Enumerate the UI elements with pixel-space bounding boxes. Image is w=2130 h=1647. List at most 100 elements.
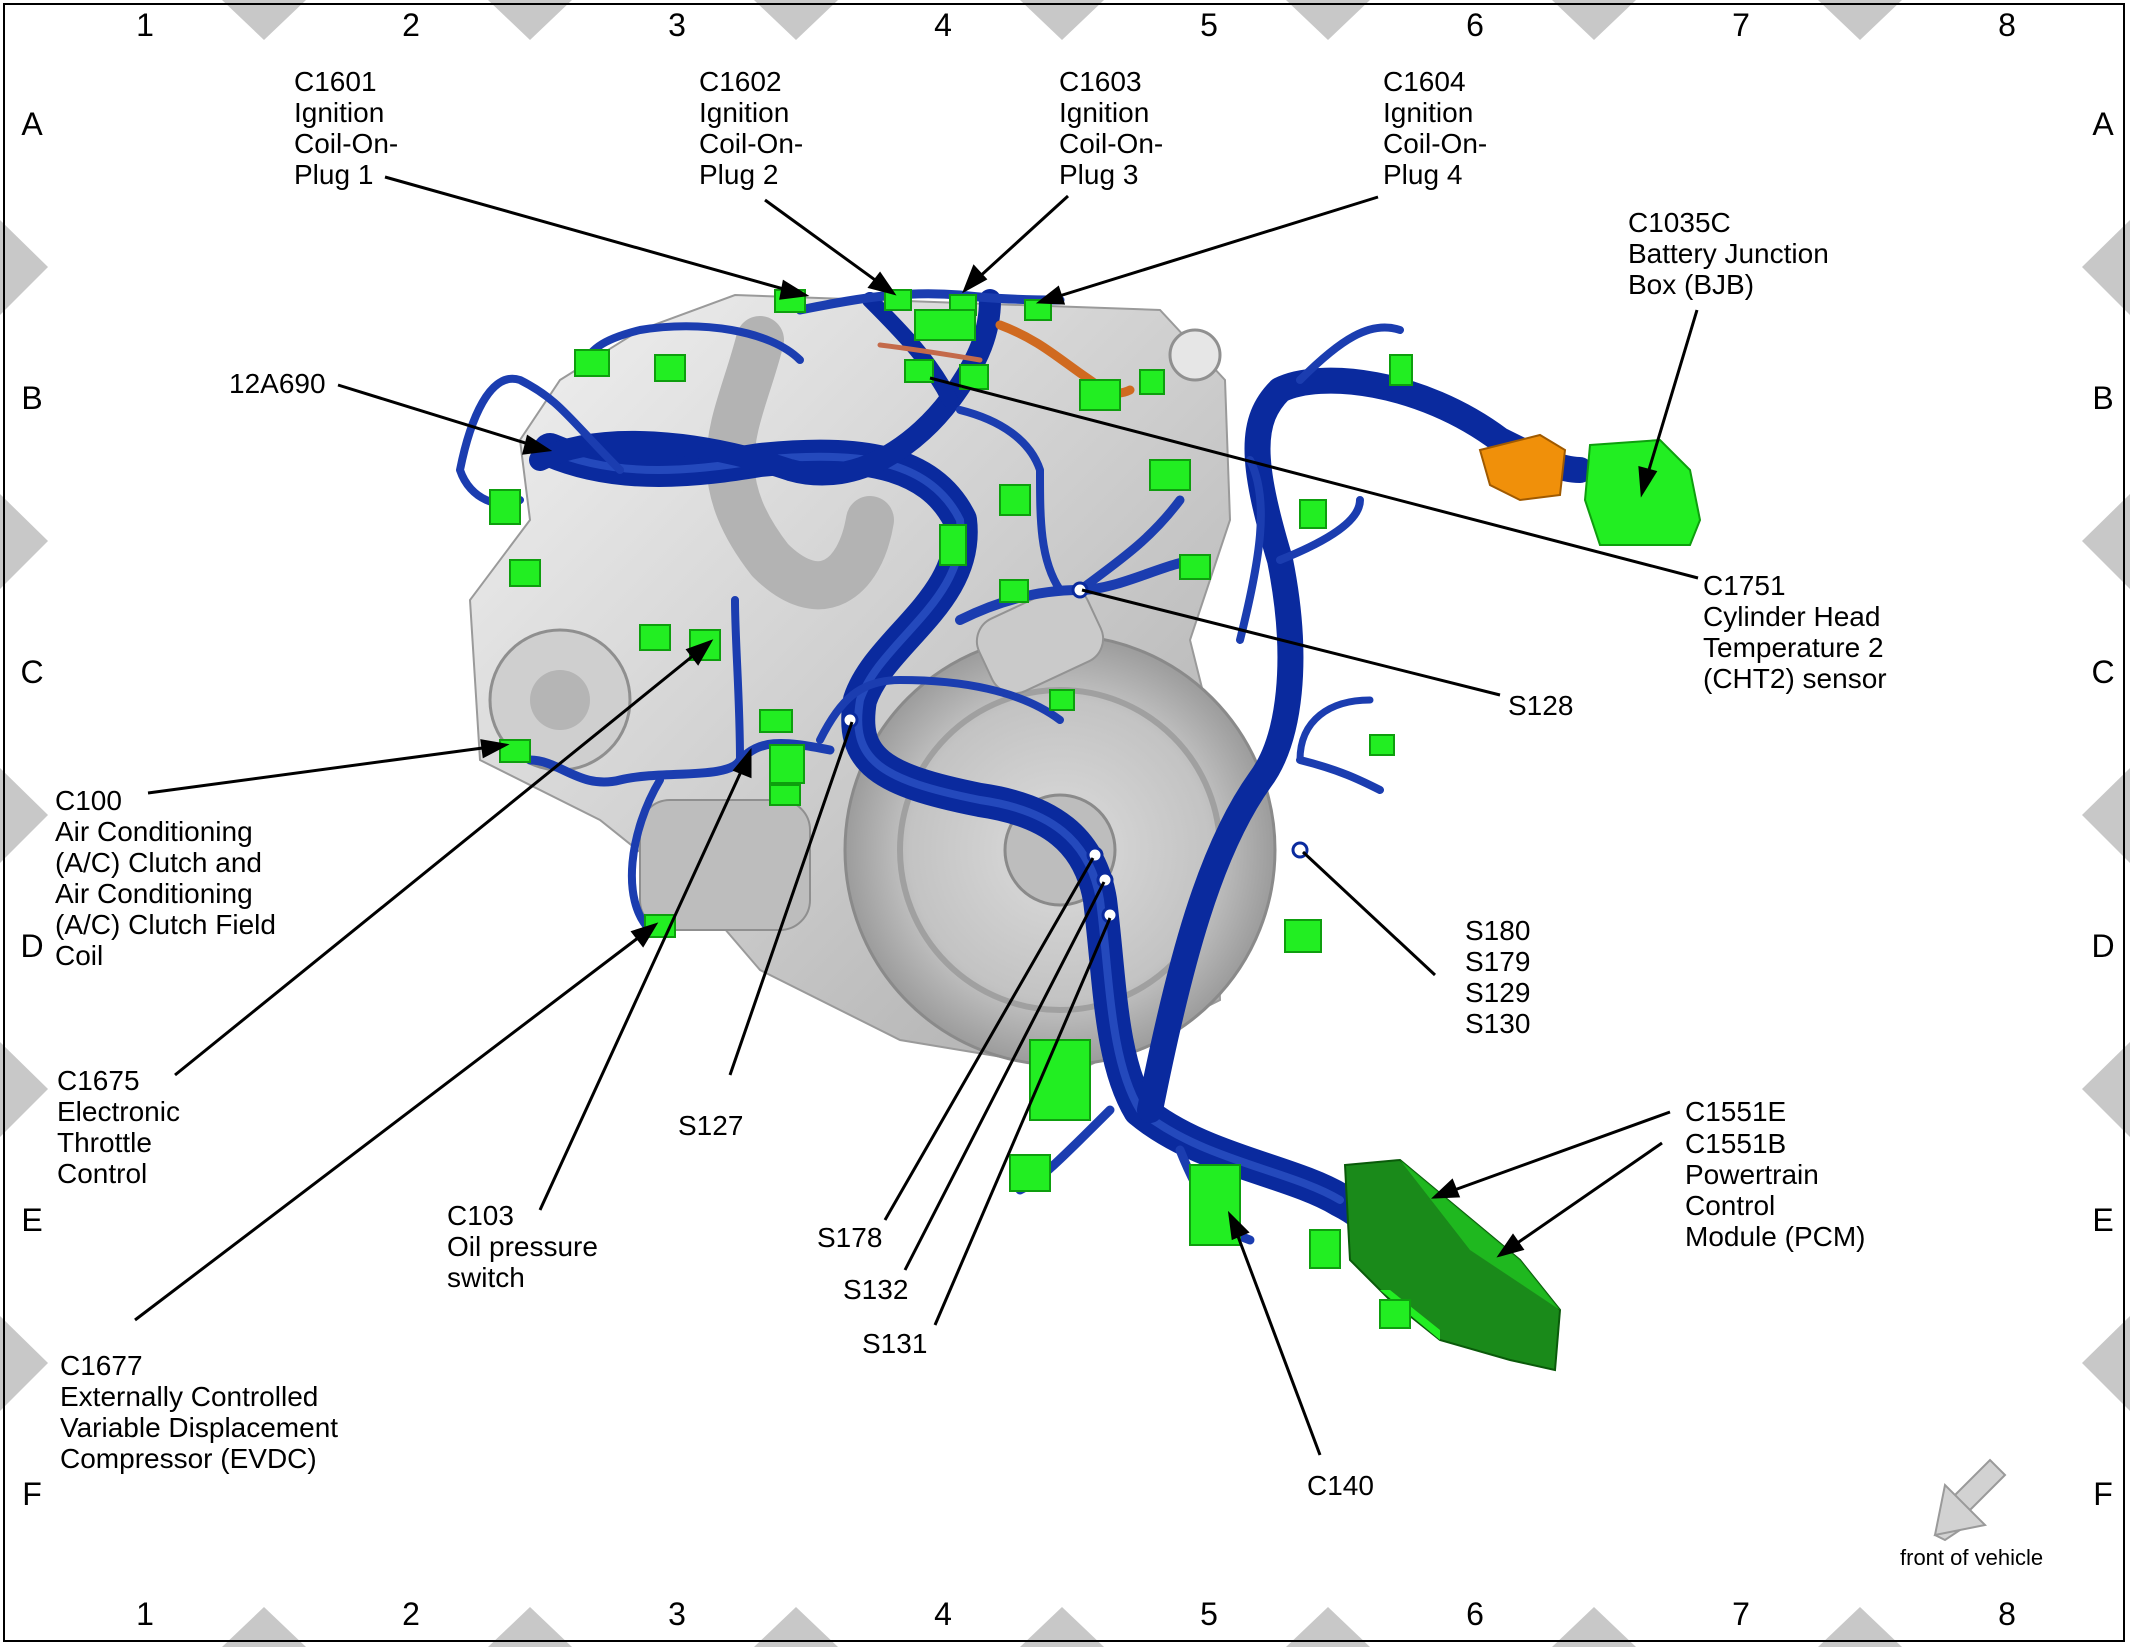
callout-line: S129: [1465, 977, 1531, 1008]
callout-line: C1675: [57, 1065, 140, 1096]
grid-col-3-bottom: 3: [668, 1596, 686, 1632]
callout-line: C1603: [1059, 66, 1142, 97]
grid-col-4-bottom: 4: [934, 1596, 952, 1632]
callout-line: C140: [1307, 1470, 1374, 1501]
front-of-vehicle-label: front of vehicle: [1900, 1545, 2044, 1570]
callout-line: (CHT2) sensor: [1703, 663, 1887, 694]
callout-line: S178: [817, 1222, 883, 1253]
callout-line: Box (BJB): [1628, 269, 1755, 300]
diagram-border: [3, 3, 2125, 1642]
grid-col-6: 6: [1466, 7, 1484, 43]
callout-line: Oil pressure: [447, 1231, 598, 1262]
callout-s178: S178: [817, 1222, 882, 1253]
callout-line: C1751: [1703, 570, 1786, 601]
grid-col-2: 2: [402, 7, 420, 43]
callout-line: Temperature 2: [1703, 632, 1884, 663]
grid-col-8-bottom: 8: [1998, 1596, 2016, 1632]
callout-line: Ignition: [1059, 97, 1150, 128]
callout-line: Cylinder Head: [1703, 601, 1881, 632]
callout-line: Air Conditioning: [55, 878, 253, 909]
callout-line: Coil-On-: [699, 128, 804, 159]
callout-line: Ignition: [294, 97, 385, 128]
callout-line: C1551E: [1685, 1096, 1787, 1127]
callout-line: Plug 2: [699, 159, 779, 190]
callout-line: Throttle: [57, 1127, 152, 1158]
grid-row-a-right: A: [2092, 106, 2114, 142]
callout-line: Module (PCM): [1685, 1221, 1866, 1252]
callout-line: Control: [1685, 1190, 1776, 1221]
callout-line: Electronic: [57, 1096, 180, 1127]
callout-line: S179: [1465, 946, 1531, 977]
grid-row-e: E: [21, 1202, 43, 1238]
leader-lines: [134, 175, 1699, 1456]
callout-12a690: 12A690: [229, 368, 326, 399]
callout-line: S130: [1465, 1008, 1531, 1039]
callout-line: C103: [447, 1200, 514, 1231]
grid-col-8: 8: [1998, 7, 2016, 43]
grid-col-4: 4: [934, 7, 952, 43]
callout-line: Plug 1: [294, 159, 374, 190]
callout-line: (A/C) Clutch and: [55, 847, 262, 878]
callout-line: Compressor (EVDC): [60, 1443, 317, 1474]
callout-line: C1035C: [1628, 207, 1731, 238]
callout-s128: S128: [1508, 690, 1573, 721]
callout-c140: C140: [1307, 1470, 1374, 1501]
callout-line: C1602: [699, 66, 782, 97]
callout-line: (A/C) Clutch Field: [55, 909, 276, 940]
callout-line: Plug 3: [1059, 159, 1139, 190]
grid-row-b: B: [21, 380, 43, 416]
callout-line: Plug 4: [1383, 159, 1463, 190]
callout-line: Coil: [55, 940, 104, 971]
callout-line: C1601: [294, 66, 377, 97]
grid-col-5: 5: [1200, 7, 1218, 43]
grid-row-c: C: [20, 654, 44, 690]
callout-line: C1677: [60, 1350, 143, 1381]
grid-col-7-bottom: 7: [1732, 1596, 1750, 1632]
callout-line: Battery Junction: [1628, 238, 1829, 269]
callout-line: Variable Displacement: [60, 1412, 339, 1443]
grid-row-f: F: [22, 1476, 42, 1512]
grid-row-d-right: D: [2091, 928, 2115, 964]
callout-s127: S127: [678, 1110, 743, 1141]
callout-line: C1551B: [1685, 1128, 1787, 1159]
callout-line: Externally Controlled: [60, 1381, 319, 1412]
grid-col-7: 7: [1732, 7, 1750, 43]
callout-line: Air Conditioning: [55, 816, 253, 847]
grid-col-2-bottom: 2: [402, 1596, 420, 1632]
callout-line: 12A690: [229, 368, 326, 399]
callout-line: Ignition: [1383, 97, 1474, 128]
grid-row-b-right: B: [2092, 380, 2114, 416]
grid-col-5-bottom: 5: [1200, 1596, 1218, 1632]
callout-line: Ignition: [699, 97, 790, 128]
callout-line: Coil-On-: [294, 128, 399, 159]
front-of-vehicle-arrow-icon: [1933, 1458, 2007, 1542]
callout-line: C100: [55, 785, 122, 816]
callout-c1551e: C1551E: [1685, 1096, 1786, 1127]
grid-row-e-right: E: [2092, 1202, 2114, 1238]
grid-col-6-bottom: 6: [1466, 1596, 1484, 1632]
callout-line: Coil-On-: [1383, 128, 1488, 159]
grid-row-c-right: C: [2091, 654, 2115, 690]
grid-col-1: 1: [136, 7, 154, 43]
callout-line: switch: [447, 1262, 525, 1293]
grid-row-d: D: [20, 928, 44, 964]
callout-line: Coil-On-: [1059, 128, 1164, 159]
callout-line: S180: [1465, 915, 1531, 946]
callout-line: Control: [57, 1158, 148, 1189]
callout-line: S127: [678, 1110, 744, 1141]
callout-line: S131: [862, 1328, 928, 1359]
callout-s131: S131: [862, 1328, 927, 1359]
grid-row-a: A: [21, 106, 43, 142]
grid-col-1-bottom: 1: [136, 1596, 154, 1632]
